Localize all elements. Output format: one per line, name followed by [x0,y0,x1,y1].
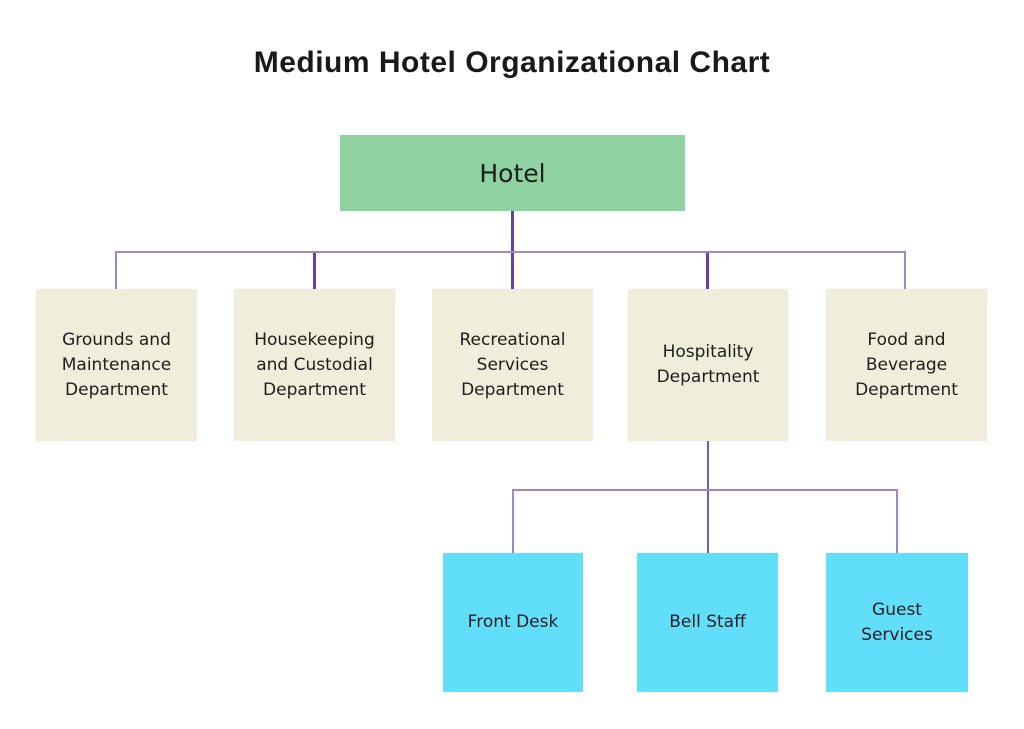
connector-drop-grounds [115,253,117,289]
connector-top-horizontal [115,251,906,253]
connector-drop-guest-services [896,491,898,553]
connector-drop-food-beverage [904,253,906,289]
connector-drop-hospitality [706,253,709,289]
node-hospitality-department: Hospitality Department [628,289,788,441]
chart-title: Medium Hotel Organizational Chart [253,46,771,79]
connector-drop-bell-staff [707,491,709,553]
connector-drop-front-desk [512,491,514,553]
node-guest-services: Guest Services [826,553,968,692]
node-housekeeping-custodial-department: Housekeeping and Custodial Department [234,289,395,441]
connector-root-vertical [511,211,514,253]
connector-lower-horizontal [512,489,898,491]
connector-drop-recreational [511,253,514,289]
node-grounds-maintenance-department: Grounds and Maintenance Department [36,289,197,441]
connector-drop-housekeeping [313,253,316,289]
node-front-desk: Front Desk [443,553,583,692]
node-recreational-services-department: Recreational Services Department [432,289,593,441]
node-food-beverage-department: Food and Beverage Department [826,289,987,441]
node-hotel: Hotel [340,135,685,211]
node-bell-staff: Bell Staff [637,553,778,692]
connector-hospitality-vertical [707,441,709,489]
